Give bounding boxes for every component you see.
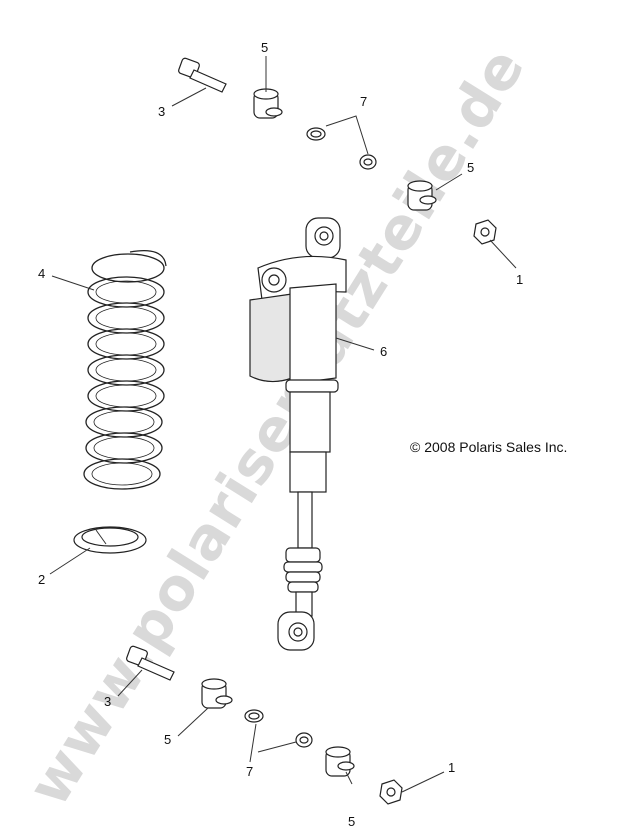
coil-spring: [83, 249, 167, 490]
shock-absorber: [249, 217, 347, 651]
watermark-text: www.polarisersatzteile.de: [14, 35, 538, 817]
nut-bottom: [379, 779, 403, 805]
callout-5-right: 5: [467, 160, 474, 175]
bushing-top: [253, 88, 283, 119]
leader-lines: [49, 56, 517, 793]
callout-2: 2: [38, 572, 45, 587]
bolt-top: [178, 57, 227, 93]
bushing-right: [407, 180, 437, 211]
washer-top-2: [359, 154, 377, 170]
callout-1-bottom: 1: [448, 760, 455, 775]
callout-4: 4: [38, 266, 45, 281]
callout-5-bottom: 5: [348, 814, 355, 829]
washer-top-1: [306, 127, 326, 141]
bolt-bottom: [126, 645, 175, 681]
spring-retainer: [73, 526, 147, 554]
callout-3-bottom: 3: [104, 694, 111, 709]
callout-7-bottom: 7: [246, 764, 253, 779]
callout-1-top: 1: [516, 272, 523, 287]
nut-top: [473, 219, 497, 245]
washer-bottom-1: [244, 709, 264, 723]
callout-6: 6: [380, 344, 387, 359]
bushing-left: [201, 678, 233, 709]
callout-7-top: 7: [360, 94, 367, 109]
copyright-text: © 2008 Polaris Sales Inc.: [410, 439, 567, 455]
callout-labels: 3 5 7 5 1 4 6 2 3 5 7 1 5: [38, 40, 523, 829]
washer-bottom-2: [295, 732, 313, 748]
callout-5-top: 5: [261, 40, 268, 55]
callout-3-top: 3: [158, 104, 165, 119]
callout-5-left: 5: [164, 732, 171, 747]
bushing-bottom: [325, 746, 355, 777]
